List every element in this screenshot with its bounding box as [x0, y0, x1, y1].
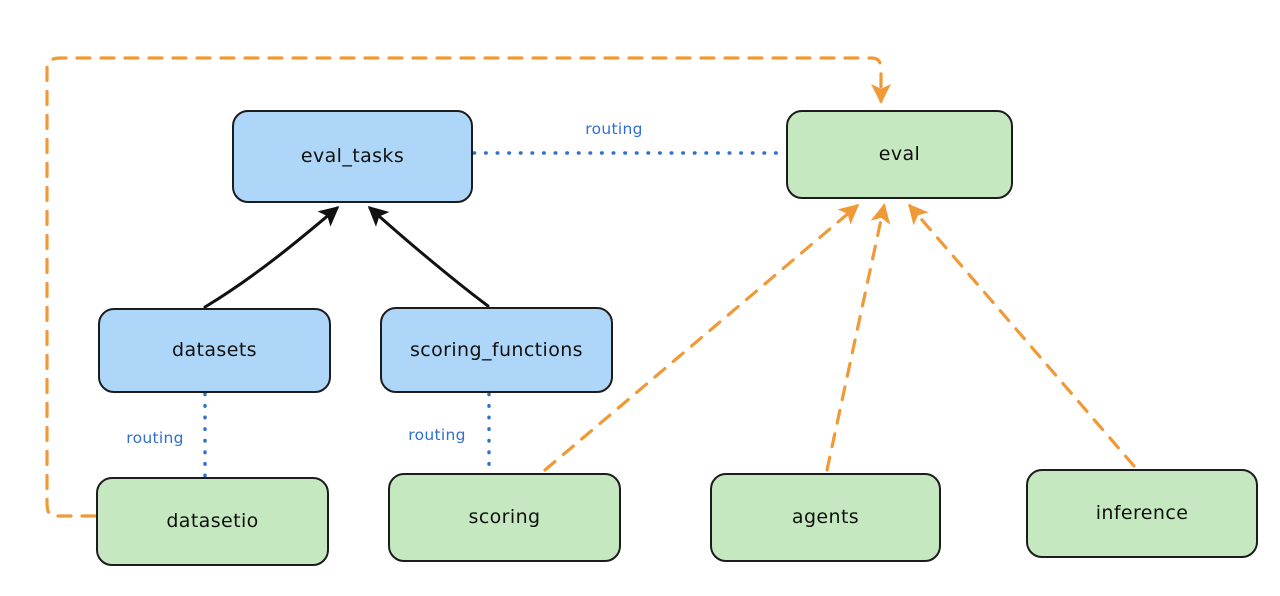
edge-inference-to-eval-dependency [908, 203, 1136, 468]
node-datasets[interactable]: datasets [98, 308, 331, 393]
node-agents[interactable]: agents [710, 473, 941, 562]
node-label: datasetio [166, 510, 259, 533]
node-label: eval [878, 143, 921, 166]
node-label: datasets [172, 339, 257, 362]
node-label: agents [791, 506, 860, 529]
node-eval-tasks[interactable]: eval_tasks [232, 110, 473, 203]
node-scoring[interactable]: scoring [388, 473, 621, 562]
node-label: eval_tasks [300, 145, 405, 168]
node-label: scoring [468, 506, 541, 529]
edge-label-routing-scoring-functions-scoring: routing [408, 426, 466, 444]
edge-scoring-functions-to-eval-tasks [367, 205, 490, 308]
edge-datasetio-to-eval-dependency [45, 56, 891, 518]
node-inference[interactable]: inference [1026, 469, 1258, 558]
edge-label-routing-datasets-datasetio: routing [126, 429, 184, 447]
node-label: inference [1095, 502, 1189, 525]
edge-datasets-to-eval-tasks [203, 206, 340, 309]
edge-label-routing-eval-tasks-eval: routing [585, 120, 643, 138]
node-eval[interactable]: eval [786, 110, 1013, 199]
edge-scoring-to-eval-dependency [543, 204, 860, 472]
node-datasetio[interactable]: datasetio [96, 477, 329, 566]
edge-agents-to-eval-dependency [825, 203, 891, 472]
node-label: scoring_functions [410, 338, 583, 361]
node-scoring-functions[interactable]: scoring_functions [380, 307, 613, 393]
